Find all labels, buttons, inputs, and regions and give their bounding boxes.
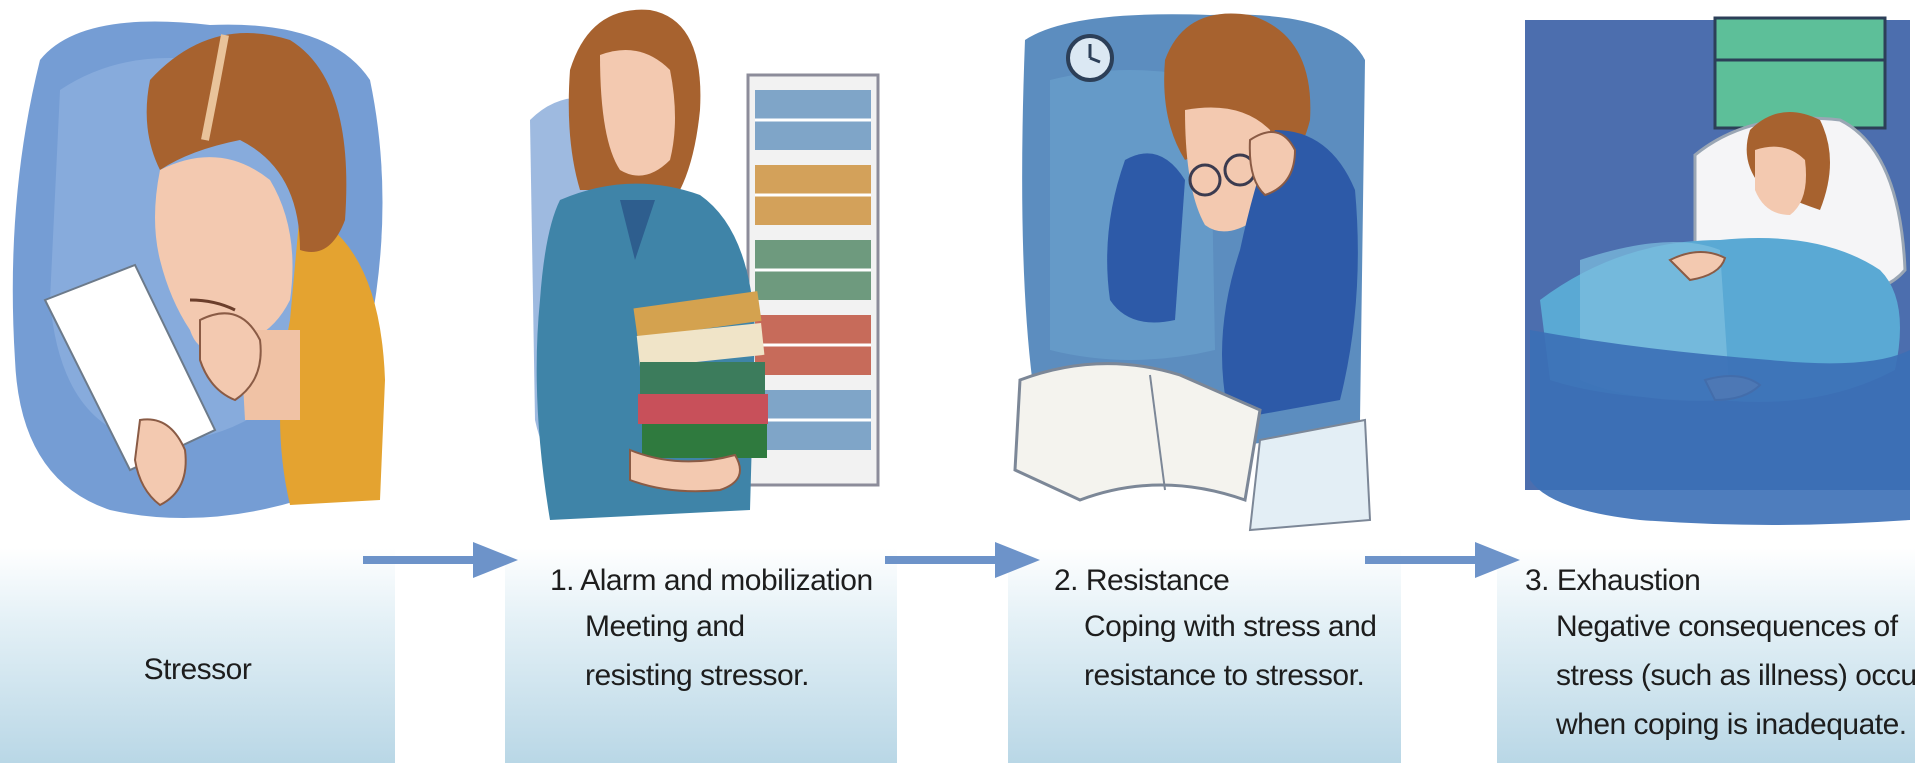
arrow-right-icon — [885, 538, 1040, 582]
arrow-right-icon — [1365, 538, 1520, 582]
exhaustion-desc-line: Negative consequences of — [1556, 602, 1915, 651]
woman-reading-letter-illustration — [0, 0, 395, 540]
stressor-caption-box: Stressor — [0, 548, 395, 763]
alarm-desc-line: resisting stressor. — [585, 651, 809, 700]
alarm-stage-description: Meeting and resisting stressor. — [585, 602, 809, 700]
resistance-stage-title: 2. Resistance — [1054, 564, 1229, 598]
alarm-stage-caption-box: 1. Alarm and mobilization Meeting and re… — [505, 548, 897, 763]
woman-ill-in-bed-illustration — [1520, 0, 1915, 540]
resistance-stage-description: Coping with stress and resistance to str… — [1084, 602, 1377, 700]
woman-carrying-books-illustration — [520, 0, 885, 540]
exhaustion-stage-caption-box: 3. Exhaustion Negative consequences of s… — [1497, 548, 1915, 763]
resistance-stage-caption-box: 2. Resistance Coping with stress and res… — [1008, 548, 1401, 763]
resistance-desc-line: Coping with stress and — [1084, 602, 1377, 651]
alarm-stage-title: 1. Alarm and mobilization — [550, 564, 873, 598]
alarm-desc-line: Meeting and — [585, 602, 809, 651]
arrow-right-icon — [363, 538, 518, 582]
resistance-desc-line: resistance to stressor. — [1084, 651, 1377, 700]
stressor-label: Stressor — [0, 653, 395, 687]
exhaustion-desc-line: when coping is inadequate. — [1556, 700, 1915, 749]
exhaustion-stage-title: 3. Exhaustion — [1525, 564, 1700, 598]
exhaustion-desc-line: stress (such as illness) occur — [1556, 651, 1915, 700]
woman-studying-stressed-illustration — [1010, 0, 1380, 540]
exhaustion-stage-description: Negative consequences of stress (such as… — [1556, 602, 1915, 749]
